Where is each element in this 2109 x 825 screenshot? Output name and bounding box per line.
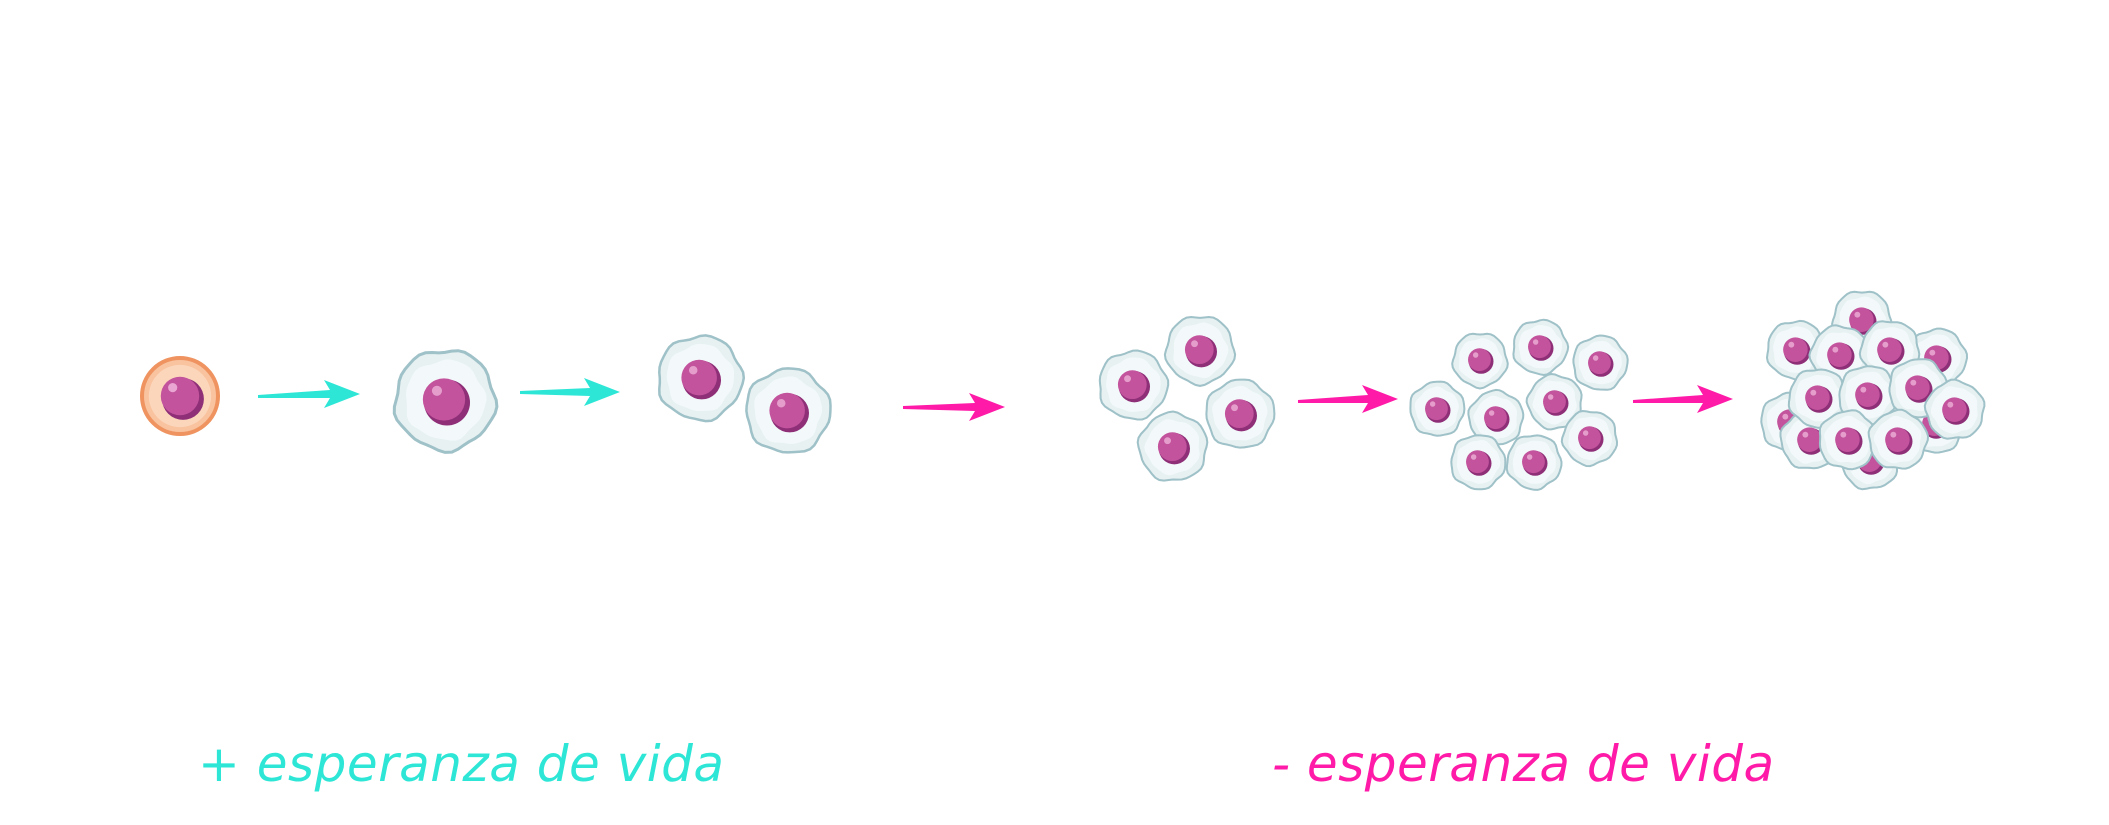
two-cells — [658, 334, 832, 454]
cell — [1512, 318, 1570, 377]
cell — [1765, 319, 1828, 382]
right-caption: - esperanza de vida — [1272, 735, 1775, 793]
arrow-1 — [258, 380, 360, 408]
left-caption: + esperanza de vida — [198, 735, 725, 793]
cell — [1163, 315, 1237, 387]
nine-cells — [1409, 318, 1629, 491]
cell — [1923, 378, 1986, 440]
cell — [658, 334, 746, 423]
cell — [1818, 409, 1880, 471]
four-cells — [1098, 315, 1276, 482]
cell — [1787, 368, 1849, 430]
arrow-2 — [520, 378, 620, 406]
cell — [1560, 409, 1619, 468]
arrow-5 — [1633, 385, 1733, 413]
arrow-4 — [1298, 385, 1398, 413]
cell — [1450, 434, 1507, 491]
grown-cell — [392, 349, 499, 454]
cell — [1867, 408, 1930, 470]
cell-cluster — [1760, 290, 1986, 491]
cell — [1467, 388, 1525, 446]
cell — [1525, 372, 1583, 431]
cell — [1572, 334, 1629, 391]
arrow-3 — [903, 393, 1005, 421]
cell — [1205, 378, 1276, 449]
stem-cell — [140, 356, 220, 436]
cell — [1505, 434, 1563, 491]
cell — [1451, 332, 1509, 390]
cell — [1098, 349, 1170, 421]
cell — [745, 367, 832, 454]
cell — [1136, 410, 1209, 482]
cell — [1409, 380, 1466, 437]
cell — [392, 349, 499, 454]
